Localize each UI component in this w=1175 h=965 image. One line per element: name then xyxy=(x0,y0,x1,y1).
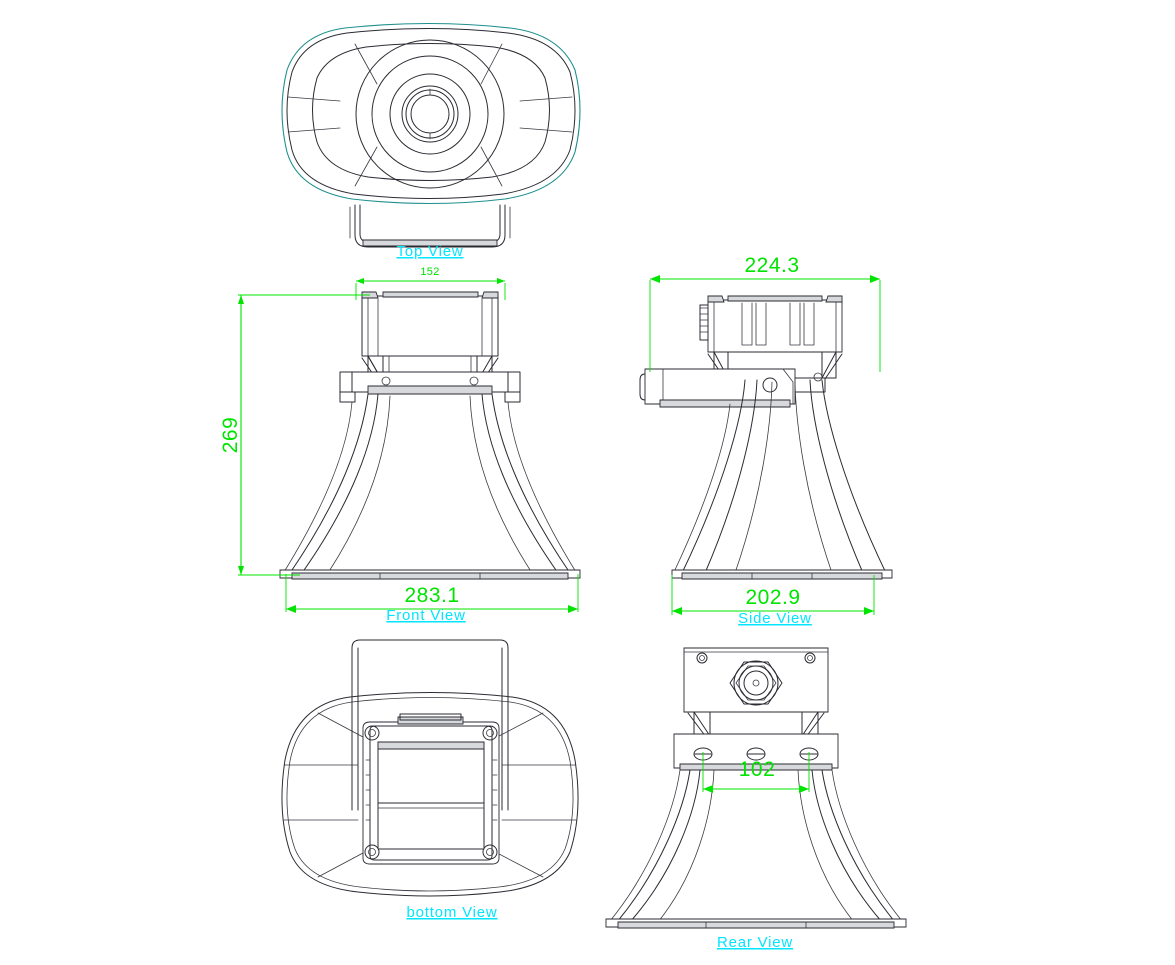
side-horn-bell xyxy=(671,379,893,580)
bottom-horn-outer-outline xyxy=(281,692,579,897)
rear-horn-bell xyxy=(605,769,907,929)
view-label-front: Front View xyxy=(386,607,465,624)
top-horn-outer-offset xyxy=(286,28,576,199)
view-bottom: bottom View xyxy=(281,639,579,921)
dimension-front-width-bottom: 283.1 xyxy=(285,574,579,613)
dimension-value-283-1: 283.1 xyxy=(404,584,459,607)
top-mounting-bracket xyxy=(349,204,511,248)
dimension-value-224-3: 224.3 xyxy=(744,254,799,277)
bottom-driver-plate xyxy=(362,713,500,865)
rear-driver-body xyxy=(683,647,829,713)
front-driver-housing xyxy=(361,291,499,357)
dimension-value-102: 102 xyxy=(739,758,776,781)
side-driver-housing xyxy=(699,295,843,353)
dimension-front-width-top: 152 xyxy=(355,266,506,300)
rear-mounting-plate xyxy=(673,733,839,771)
dimension-side-width-top: 224.3 xyxy=(649,254,881,372)
front-mounting-plate xyxy=(339,371,521,403)
bottom-mounting-bracket xyxy=(351,639,509,811)
view-top: Top View xyxy=(281,22,581,260)
view-label-bottom: bottom View xyxy=(406,904,497,921)
view-label-side: Side View xyxy=(738,610,812,627)
top-horn-ribs xyxy=(287,43,573,187)
dimension-value-202-9: 202.9 xyxy=(745,586,800,609)
view-front: 152 269 283.1 Front View xyxy=(219,266,581,624)
view-label-top: Top View xyxy=(397,243,464,260)
rear-gussets xyxy=(687,711,825,738)
view-label-rear: Rear View xyxy=(717,934,793,951)
view-rear: 102 Rear View xyxy=(605,647,907,951)
dimension-side-width-bottom: 202.9 xyxy=(671,575,875,615)
top-horn-outer-outline xyxy=(281,22,581,205)
bottom-horn-outer-offset xyxy=(286,697,574,892)
view-side: 224.3 202.9 Side View xyxy=(639,254,893,627)
side-mounting-arm xyxy=(639,368,826,408)
dimension-front-height: 269 xyxy=(219,294,370,576)
dimension-value-269: 269 xyxy=(219,417,242,454)
dimension-value-152: 152 xyxy=(420,266,439,278)
front-horn-bell xyxy=(279,393,581,580)
top-horn-inner-ring xyxy=(312,43,550,181)
top-horn-throat-circles xyxy=(355,39,505,189)
dimension-rear-bolt-spacing: 102 xyxy=(702,752,810,793)
